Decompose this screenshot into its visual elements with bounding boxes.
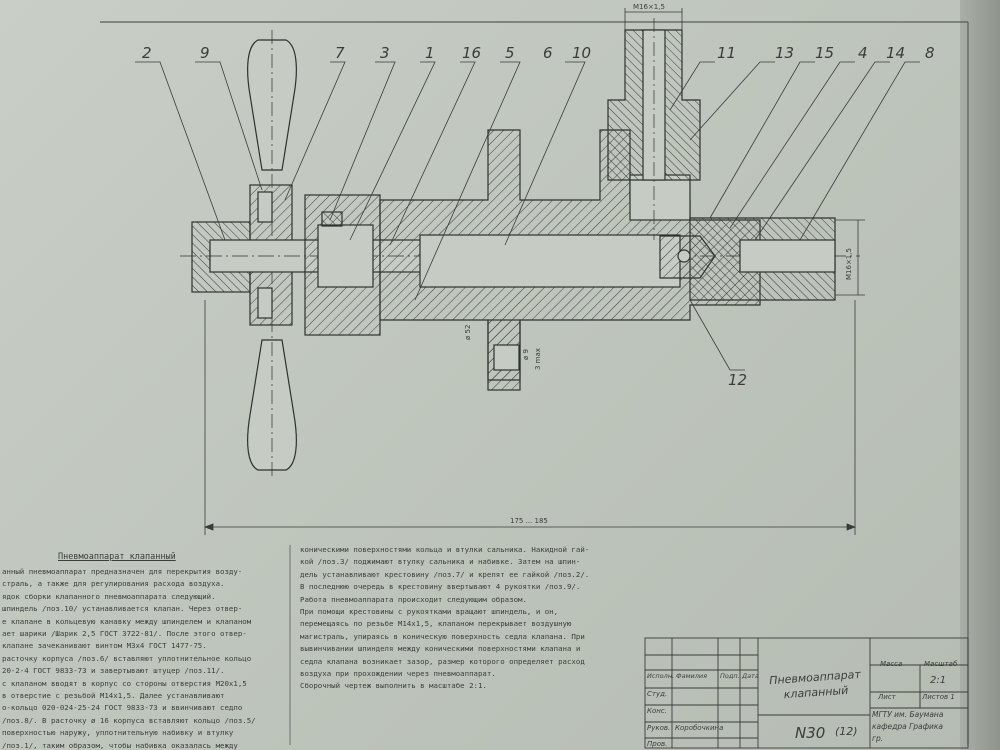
left-line: о-кольцо 020-024-25-24 ГОСТ 9833-73 и вв… <box>2 703 243 713</box>
right-thread-dimension <box>835 219 865 296</box>
tb-col-data: Дата <box>742 672 759 680</box>
callout-7: 7 <box>335 44 345 62</box>
tb-ruk-label: Руков. <box>647 724 671 732</box>
callout-numbers: 2 9 7 3 1 16 5 6 10 11 13 15 4 14 8 12 <box>142 44 935 389</box>
right-line: воздуха при прохождении через пневмоаппа… <box>300 669 496 679</box>
top-thread-dimension <box>624 8 683 30</box>
right-line: Работа пневмоаппарата происходит следующ… <box>300 594 527 604</box>
max-3-label: 3 max <box>534 348 542 370</box>
right-line: коническими поверхностями кольца и втулк… <box>300 545 590 554</box>
callout-5: 5 <box>505 44 515 62</box>
callout-1: 1 <box>425 44 435 62</box>
notes-right-column: коническими поверхностями кольца и втулк… <box>300 544 635 704</box>
left-line: в отверстие с резьбой М14x1,5. Далее уст… <box>2 691 225 701</box>
sheet-label: Лист <box>878 693 896 701</box>
group-label: гр. <box>872 734 884 743</box>
mass-label: Масса <box>880 660 903 668</box>
callout-14: 14 <box>886 44 905 62</box>
body-steps <box>487 319 521 391</box>
dept-name: кафедра Графика <box>872 722 944 731</box>
valve-body <box>379 129 761 381</box>
dia-52-label: ø 52 <box>464 325 472 340</box>
callout-15: 15 <box>815 44 834 62</box>
right-line: магистраль, упираясь в коническую поверх… <box>300 631 585 641</box>
left-line: /поз.8/. В расточку ø 16 корпуса вставля… <box>2 715 256 725</box>
note-heading: Пневмоаппарат клапанный <box>58 552 176 562</box>
group-number: (12) <box>835 725 858 738</box>
left-line: клапане зачеканивают винтом М3x4 ГОСТ 14… <box>2 641 207 651</box>
callout-12: 12 <box>728 371 747 389</box>
left-line: е клапане в кольцевую канавку между шпин… <box>2 616 252 626</box>
scale-value: 2:1 <box>930 675 947 686</box>
callout-11: 11 <box>717 44 736 62</box>
right-line: кой /поз.3/ поджимают втулку сальника и … <box>300 557 581 567</box>
right-line: Сборочный чертеж выполнить в масштабе 2:… <box>300 681 487 691</box>
left-line: анный пневмоаппарат предназначен для пер… <box>2 567 243 576</box>
left-line: ядок сборки клапанного пневмоаппарата сл… <box>2 591 216 601</box>
callout-9: 9 <box>200 44 210 62</box>
right-thread-label: M16×1,5 <box>845 248 853 280</box>
callout-6: 6 <box>543 44 553 62</box>
tb-prov-label: Пров. <box>647 740 668 748</box>
right-line: вывинчивании шпинделя между коническими … <box>300 644 581 654</box>
left-line: расточку корпуса /поз.6/ вставляют уплот… <box>2 653 252 663</box>
callout-2: 2 <box>142 44 152 62</box>
dimension-labels: M16×1,5 M16×1,5 175 ... 185 ø 52 ø 9 3 m… <box>464 3 853 525</box>
callout-10: 10 <box>572 44 591 62</box>
scale-label: Масштаб <box>924 660 958 668</box>
callout-4: 4 <box>858 44 868 62</box>
overall-dimension <box>203 300 857 535</box>
left-line: поверхностью наружу, уплотнительную наби… <box>2 728 234 738</box>
seat-fitting <box>659 217 836 301</box>
notes-left-column: анный пневмоаппарат предназначен для пер… <box>2 566 290 750</box>
title-block-grid <box>644 637 969 749</box>
gland-nut <box>304 194 381 336</box>
right-line: При помощи крестовины с рукоятками враща… <box>300 607 559 617</box>
callout-8: 8 <box>925 44 935 62</box>
tb-kons-label: Конс. <box>647 707 667 715</box>
callout-16: 16 <box>462 44 481 62</box>
sheet-stack-edge <box>960 0 1000 750</box>
drawing-number: N30 <box>795 724 826 742</box>
top-thread-label: M16×1,5 <box>633 3 665 11</box>
leader-lines <box>135 61 920 371</box>
overall-length-label: 175 ... 185 <box>510 517 548 525</box>
callout-13: 13 <box>775 44 794 62</box>
left-line: /поз.1/, таким образом, чтобы набивка ок… <box>2 740 238 750</box>
left-line: с клапаном вводят в корпус со стороны от… <box>2 678 247 688</box>
right-line: седла клапана возникает зазор, размер ко… <box>300 656 585 666</box>
callout-3: 3 <box>380 44 390 62</box>
right-line: дель устанавливают крестовину /поз.7/ и … <box>300 569 590 579</box>
tb-col-ispoln: Исполн. <box>647 672 675 680</box>
top-fitting <box>607 18 701 240</box>
right-line: В последнюю очередь в крестовину ввертыв… <box>300 582 581 592</box>
org-name: МГТУ им. Баумана <box>872 710 944 719</box>
left-line: ает шарики /Шарик 2,5 ГОСТ 3722-81/. Пос… <box>2 629 247 639</box>
right-line: перемещаясь по резьбе М14x1,5, клапаном … <box>300 619 572 629</box>
sheets-label: Листов 1 <box>922 693 955 701</box>
tb-stud-label: Студ. <box>647 690 668 698</box>
tb-col-familiya: Фамилия <box>676 672 707 680</box>
left-line: страль, а также для регулирования расход… <box>2 579 225 589</box>
sheet-frame <box>100 21 969 745</box>
dia-9-label: ø 9 <box>522 349 530 360</box>
tb-ruk-name: Коробочкина <box>675 724 724 732</box>
left-line: 20-2-4 ГОСТ 9833-73 и завертывают штуцер… <box>2 666 225 676</box>
left-line: шпиндель /поз.10/ устанавливается клапан… <box>2 604 243 614</box>
tb-col-podp: Подп. <box>720 672 740 680</box>
